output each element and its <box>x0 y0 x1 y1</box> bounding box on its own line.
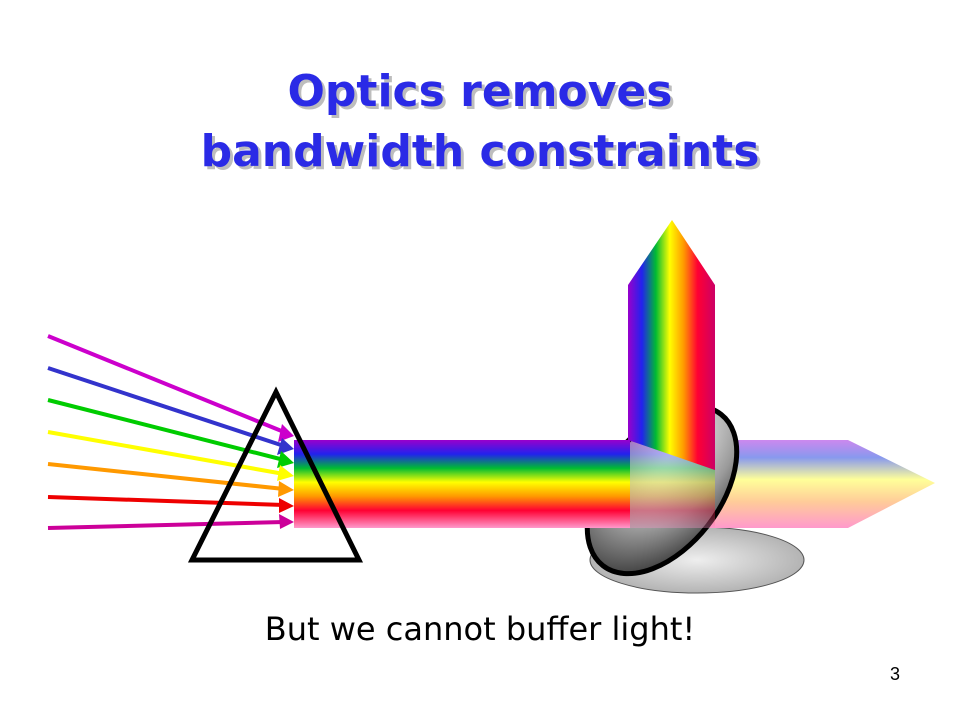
ray-magenta-arrow <box>279 514 294 529</box>
ray-yellow-arrow <box>277 465 294 481</box>
ray-yellow <box>47 430 285 476</box>
ray-red <box>47 495 285 507</box>
ray-red-arrow <box>279 498 294 513</box>
transmitted-beam <box>705 440 935 528</box>
ray-violet <box>47 334 285 434</box>
slide-title: Optics removes bandwidth constraints <box>0 62 960 182</box>
spectrum-beam-vertical <box>628 220 715 470</box>
title-line-1: Optics removes <box>287 66 673 117</box>
prism-icon <box>187 386 364 563</box>
ray-magenta <box>47 520 285 530</box>
page-number: 3 <box>890 664 901 684</box>
spectrum-beam-horizontal <box>294 440 630 528</box>
ray-blue <box>47 366 285 448</box>
ray-green-arrow <box>277 451 294 468</box>
ray-orange-arrow <box>278 481 294 497</box>
ray-blue-arrow <box>277 438 294 455</box>
ray-violet-arrow <box>278 424 294 442</box>
slide-caption: But we cannot buffer light! <box>264 610 696 648</box>
ray-orange <box>47 462 285 491</box>
title-line-2: bandwidth constraints <box>200 126 760 177</box>
